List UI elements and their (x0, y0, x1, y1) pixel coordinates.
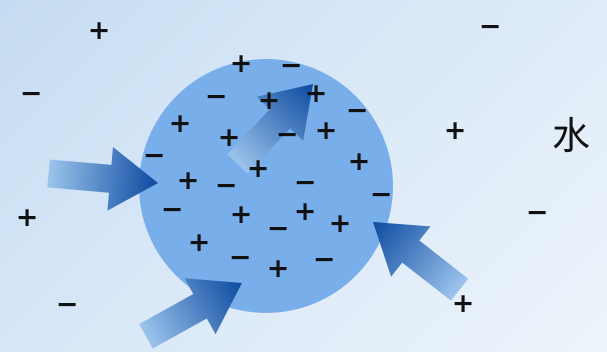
minus-charge: − (55, 289, 79, 320)
arrow-left (47, 146, 158, 211)
minus-charge: − (478, 11, 502, 42)
minus-charge: − (214, 170, 238, 201)
plus-charge: + (314, 115, 338, 146)
arrow-bottom (139, 278, 242, 349)
minus-charge: − (275, 119, 299, 150)
minus-charge: − (369, 179, 393, 210)
plus-charge: + (293, 196, 317, 227)
arrow-bottom-right (373, 222, 469, 301)
arrow-top-right (227, 83, 313, 174)
minus-charge: − (266, 213, 290, 244)
minus-charge: − (19, 78, 43, 109)
plus-charge: + (176, 165, 200, 196)
minus-charge: − (142, 140, 166, 171)
plus-charge: + (87, 15, 111, 46)
plus-charge: + (187, 227, 211, 258)
plus-charge: + (451, 288, 475, 319)
plus-charge: + (229, 199, 253, 230)
minus-charge: − (312, 244, 336, 275)
plus-charge: + (15, 202, 39, 233)
minus-charge: − (279, 50, 303, 81)
plus-charge: + (168, 108, 192, 139)
minus-charge: − (160, 194, 184, 225)
minus-charge: − (345, 95, 369, 126)
plus-charge: + (257, 85, 281, 116)
plus-charge: + (246, 153, 270, 184)
plus-charge: + (229, 48, 253, 79)
plus-charge: + (304, 78, 328, 109)
minus-charge: − (525, 197, 549, 228)
plus-charge: + (347, 146, 371, 177)
plus-charge: + (266, 253, 290, 284)
plus-charge: + (217, 122, 241, 153)
plus-charge: + (443, 115, 467, 146)
minus-charge: − (293, 167, 317, 198)
plus-charge: + (328, 208, 352, 239)
water-label: 水 (552, 114, 591, 158)
minus-charge: − (204, 81, 228, 112)
minus-charge: − (228, 242, 252, 273)
